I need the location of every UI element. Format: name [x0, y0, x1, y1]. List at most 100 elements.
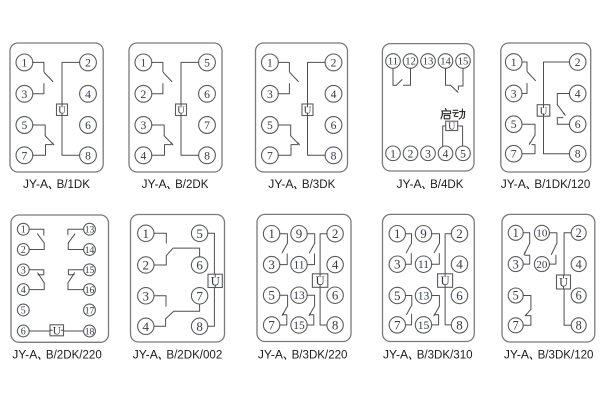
- svg-text:U: U: [448, 121, 456, 132]
- svg-text:7: 7: [394, 317, 401, 332]
- svg-text:5: 5: [21, 305, 26, 316]
- svg-text:15: 15: [418, 320, 430, 332]
- svg-text:4: 4: [443, 148, 449, 160]
- svg-text:1: 1: [394, 226, 401, 241]
- svg-text:15: 15: [458, 57, 469, 68]
- svg-text:2: 2: [408, 148, 414, 160]
- svg-text:3: 3: [268, 257, 275, 272]
- svg-text:4: 4: [141, 149, 147, 162]
- svg-text:3: 3: [22, 88, 28, 101]
- svg-text:13: 13: [423, 57, 434, 68]
- svg-text:3: 3: [21, 265, 26, 276]
- svg-text:B/1DK: B/1DK: [57, 177, 91, 191]
- svg-text:6: 6: [332, 288, 339, 303]
- svg-text:18: 18: [85, 326, 95, 337]
- svg-text:5: 5: [513, 289, 519, 303]
- svg-text:13: 13: [293, 290, 305, 302]
- svg-text:13: 13: [85, 225, 95, 236]
- svg-text:6: 6: [196, 257, 203, 272]
- svg-text:6: 6: [575, 118, 581, 131]
- svg-text:20: 20: [536, 259, 548, 271]
- svg-text:4: 4: [21, 285, 26, 296]
- svg-text:3: 3: [511, 88, 517, 101]
- svg-text:B/4DK: B/4DK: [430, 177, 464, 191]
- svg-text:3: 3: [394, 257, 401, 272]
- svg-text:1: 1: [268, 226, 275, 241]
- svg-text:10: 10: [536, 228, 548, 240]
- svg-text:11: 11: [388, 57, 398, 68]
- svg-text:U: U: [440, 274, 449, 288]
- svg-text:3: 3: [513, 257, 519, 271]
- svg-text:13: 13: [418, 290, 430, 302]
- svg-text:6: 6: [331, 119, 337, 132]
- svg-text:JY-A: JY-A: [501, 177, 527, 191]
- svg-text:1: 1: [513, 226, 519, 240]
- svg-text:8: 8: [196, 319, 203, 334]
- svg-text:JY-A: JY-A: [504, 348, 530, 362]
- svg-text:2: 2: [85, 56, 91, 69]
- svg-text:17: 17: [85, 305, 95, 316]
- svg-text:3: 3: [141, 119, 147, 132]
- svg-text:15: 15: [85, 265, 95, 276]
- svg-text:B/2DK/002: B/2DK/002: [166, 348, 222, 362]
- svg-text:4: 4: [143, 319, 150, 334]
- svg-text:8: 8: [575, 148, 581, 161]
- svg-text:9: 9: [296, 226, 303, 241]
- svg-text:5: 5: [511, 118, 517, 131]
- svg-text:JY-A: JY-A: [268, 177, 294, 191]
- svg-text:U: U: [540, 105, 548, 117]
- svg-text:3: 3: [425, 148, 431, 160]
- svg-text:2: 2: [332, 226, 339, 241]
- svg-text:JY-A: JY-A: [23, 177, 49, 191]
- svg-text:B/3DK/220: B/3DK/220: [292, 348, 348, 362]
- svg-text:7: 7: [268, 317, 275, 332]
- svg-text:B/2DK/220: B/2DK/220: [46, 348, 102, 362]
- svg-text:B/3DK/310: B/3DK/310: [417, 348, 473, 362]
- svg-text:U: U: [304, 105, 312, 117]
- svg-text:8: 8: [456, 317, 463, 332]
- svg-text:11: 11: [293, 260, 304, 272]
- svg-text:U: U: [315, 274, 324, 288]
- svg-text:12: 12: [405, 57, 416, 68]
- svg-text:5: 5: [22, 119, 28, 132]
- svg-text:B/1DK/120: B/1DK/120: [534, 177, 590, 191]
- svg-text:4: 4: [575, 88, 581, 101]
- svg-text:B/3DK/120: B/3DK/120: [538, 348, 594, 362]
- svg-text:8: 8: [331, 149, 337, 162]
- svg-text:8: 8: [576, 319, 582, 333]
- svg-text:JY-A: JY-A: [142, 177, 168, 191]
- svg-text:8: 8: [204, 149, 210, 162]
- svg-text:7: 7: [22, 149, 28, 162]
- svg-text:4: 4: [456, 257, 463, 272]
- svg-text:4: 4: [85, 88, 91, 101]
- svg-text:11: 11: [418, 259, 429, 271]
- svg-text:16: 16: [85, 285, 95, 296]
- svg-text:7: 7: [513, 319, 519, 333]
- svg-text:9: 9: [420, 226, 427, 241]
- svg-text:1: 1: [22, 56, 28, 69]
- svg-text:2: 2: [141, 88, 147, 101]
- svg-text:2: 2: [456, 226, 463, 241]
- svg-text:1: 1: [511, 56, 517, 69]
- svg-text:1: 1: [267, 56, 273, 69]
- svg-text:5: 5: [196, 226, 203, 241]
- svg-text:5: 5: [267, 119, 273, 132]
- svg-text:6: 6: [21, 326, 26, 337]
- svg-text:JY-A: JY-A: [397, 177, 423, 191]
- svg-text:7: 7: [267, 149, 273, 162]
- svg-text:2: 2: [576, 226, 582, 240]
- svg-text:5: 5: [460, 148, 466, 160]
- svg-text:7: 7: [204, 119, 210, 132]
- svg-text:1: 1: [390, 148, 396, 160]
- svg-text:1: 1: [141, 56, 147, 69]
- svg-text:4: 4: [332, 257, 339, 272]
- svg-text:4: 4: [331, 88, 337, 101]
- svg-text:8: 8: [332, 317, 339, 332]
- svg-text:1: 1: [21, 225, 26, 236]
- svg-text:JY-A: JY-A: [383, 348, 409, 362]
- svg-text:2: 2: [21, 245, 26, 256]
- svg-text:6: 6: [576, 289, 582, 303]
- svg-text:U: U: [177, 105, 185, 117]
- svg-text:JY-A: JY-A: [258, 348, 284, 362]
- svg-text:U: U: [211, 274, 220, 288]
